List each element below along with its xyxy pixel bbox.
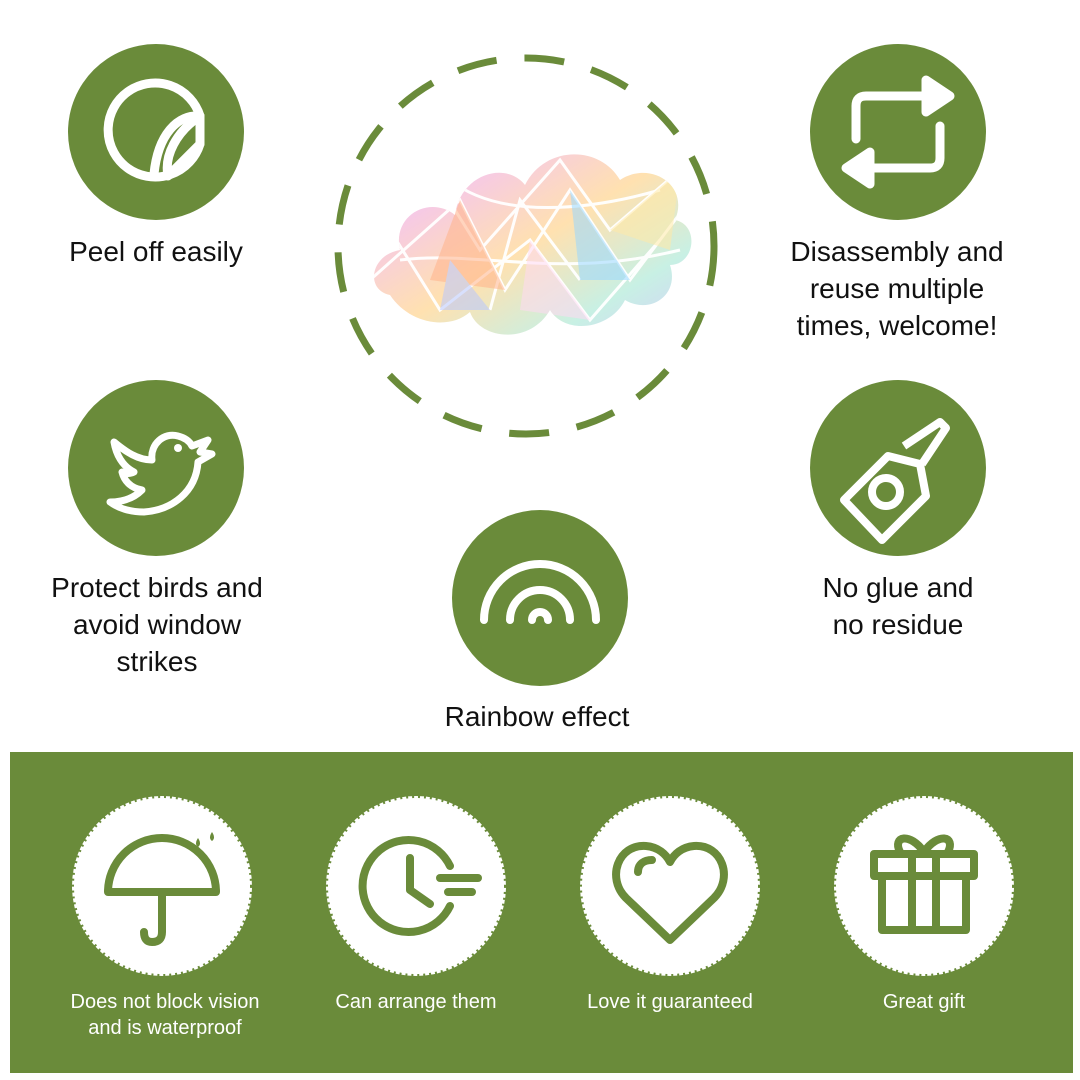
iridescent-cloud-sticker (334, 54, 718, 438)
glue-feature-label: No glue and no residue (822, 572, 974, 640)
clock-fast-icon (324, 794, 508, 978)
umbrella-icon (70, 794, 254, 978)
peel-sticker-icon (103, 78, 205, 182)
repeat-arrows-icon (841, 75, 955, 189)
rainbow-icon (480, 560, 600, 624)
birds-feature-circle (68, 380, 244, 556)
badge-love-label: Love it guaranteed (587, 991, 753, 1013)
reuse-feature-circle (810, 44, 986, 220)
badge-waterproof (68, 792, 256, 980)
peel-feature-circle (68, 44, 244, 220)
badge-love (576, 792, 764, 980)
birds-feature-label: Protect birds and avoid window strikes (51, 572, 263, 677)
peel-feature-label: Peel off easily (69, 236, 243, 267)
benefits-panel: Does not block vision and is waterproof … (10, 752, 1073, 1073)
badge-arrange-label: Can arrange them (335, 991, 497, 1013)
badge-gift-label: Great gift (882, 991, 966, 1013)
badge-gift (830, 792, 1018, 980)
badge-arrange (322, 792, 510, 980)
glue-feature-circle (810, 380, 986, 556)
rainbow-feature-circle (452, 510, 628, 686)
heart-icon (578, 794, 762, 978)
rainbow-feature-label: Rainbow effect (444, 701, 630, 732)
glue-bottle-icon (840, 418, 950, 544)
center-product-image (330, 50, 730, 442)
gift-icon (832, 794, 1016, 978)
badge-waterproof-label: Does not block vision and is waterproof (70, 991, 260, 1039)
bird-icon (106, 431, 216, 516)
reuse-feature-label: Disassembly and reuse multiple times, we… (790, 236, 1004, 341)
